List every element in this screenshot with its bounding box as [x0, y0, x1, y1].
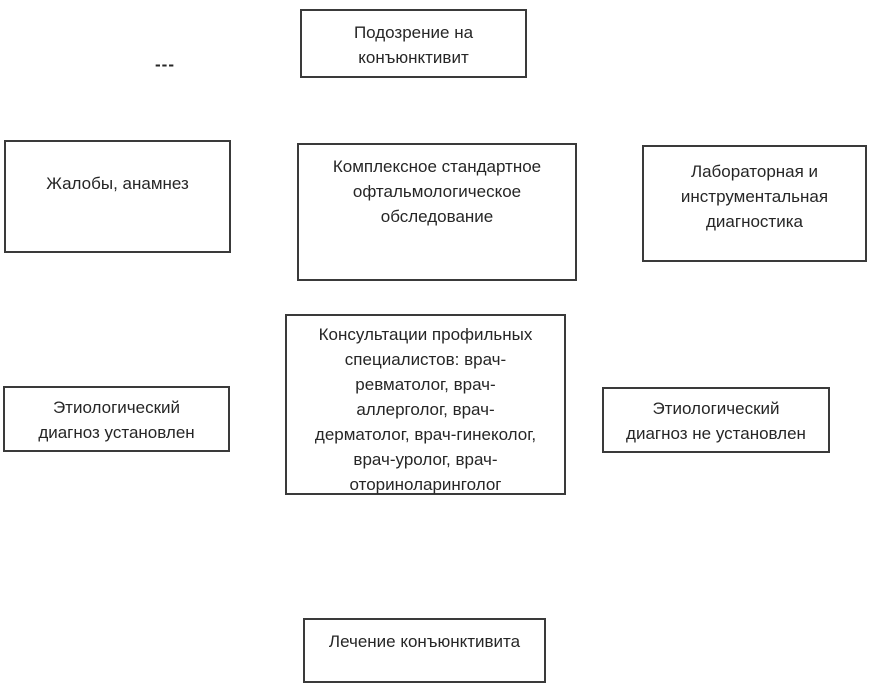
treatment-box: Лечение конъюнктивита [303, 618, 546, 683]
complaints-box: Жалобы, анамнез [4, 140, 231, 253]
diagnosis-not-established-box: Этиологический диагноз не установлен [602, 387, 830, 453]
specialist-consult-box: Консультации профильных специалистов: вр… [285, 314, 566, 495]
exam-box: Комплексное стандартное офтальмологическ… [297, 143, 577, 281]
diagnosis-established-box: Этиологический диагноз установлен [3, 386, 230, 452]
lab-diagnostics-box: Лабораторная и инструментальная диагност… [642, 145, 867, 262]
suspicion-box: Подозрение на конъюнктивит [300, 9, 527, 78]
dash-marks: --- [155, 55, 175, 74]
